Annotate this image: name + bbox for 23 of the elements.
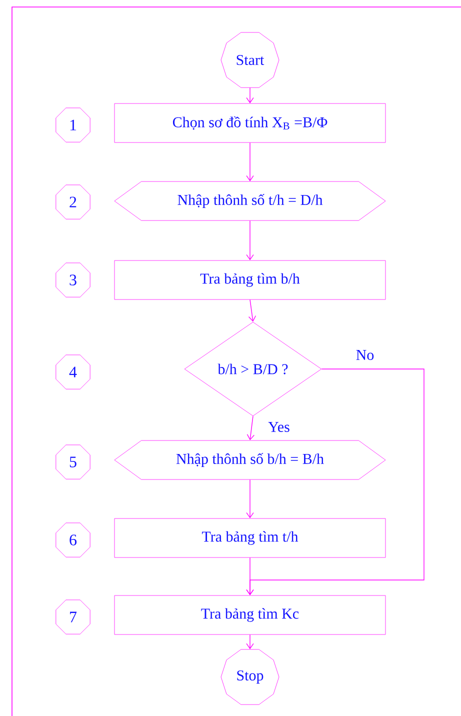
step-number: 5 (56, 444, 90, 480)
input-hexagon: Nhập thônh số b/h = B/h (114, 440, 386, 480)
process-box: Tra bảng tìm b/h (114, 260, 386, 300)
arrow (246, 87, 254, 104)
edge-label: No (354, 349, 376, 361)
arrow (246, 142, 254, 182)
step-number: 7 (56, 600, 90, 634)
input-hexagon: Nhập thônh số t/h = D/h (114, 181, 386, 221)
step-number: 6 (56, 522, 90, 558)
process-box: Tra bảng tìm t/h (114, 518, 386, 558)
process-box: Tra bảng tìm Kc (114, 595, 386, 635)
arrow (246, 416, 254, 440)
arrow (248, 299, 256, 322)
arrow (246, 368, 424, 596)
arrow (246, 479, 254, 518)
step-number: 4 (56, 354, 90, 390)
process-box: Chọn sơ đồ tính X$_{B}$ =B/Φ (114, 103, 386, 143)
step-number: 1 (56, 108, 90, 142)
arrow (246, 220, 254, 260)
step-number: 2 (56, 184, 90, 220)
arrow (246, 634, 254, 650)
edge-label: Yes (267, 421, 291, 433)
step-number: 3 (56, 262, 90, 298)
